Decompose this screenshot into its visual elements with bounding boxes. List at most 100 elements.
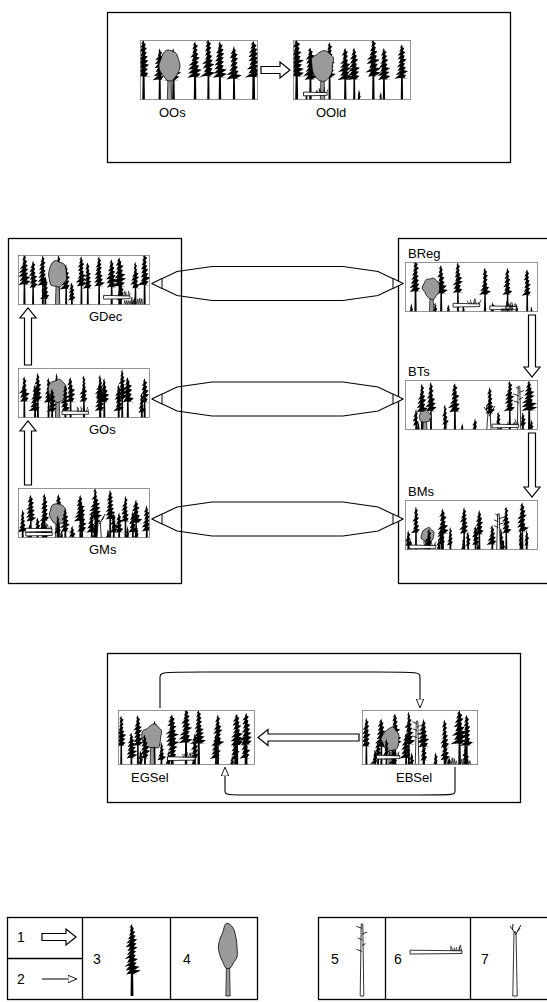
transition-arrow (152, 267, 403, 301)
fern (131, 297, 143, 305)
stage-label: EGSel (130, 770, 170, 785)
conifer-trunk (194, 56, 197, 100)
conifer-trunk (32, 271, 34, 305)
stage-label: GDec (88, 309, 123, 324)
log-branch (475, 299, 476, 304)
conifer-crown (134, 527, 139, 538)
log-branch (431, 542, 432, 546)
log-branch (127, 291, 129, 296)
forest-illustration (362, 710, 478, 765)
log-branch (316, 90, 317, 92)
log-body (26, 532, 52, 536)
forest-stage-panel: BReg (405, 262, 538, 312)
forest-stand (18, 255, 150, 305)
log-branch (120, 294, 121, 297)
conifer-trunk (44, 285, 46, 305)
conifer-trunk (423, 751, 425, 765)
fern (445, 758, 457, 765)
conifer-crown (106, 490, 117, 520)
conifer-trunk (474, 423, 476, 430)
log-branch (193, 755, 195, 757)
conifer-crown (66, 377, 76, 402)
log-branch (429, 540, 430, 546)
log-branch (393, 754, 394, 756)
panel-border (18, 368, 149, 417)
snag-branch (412, 722, 417, 724)
conifer-trunk (463, 543, 465, 550)
conifer-trunk (231, 759, 233, 765)
panel-border (293, 40, 410, 99)
block-arrow (524, 315, 540, 377)
panel-border (18, 255, 149, 304)
forest-stand (118, 710, 253, 765)
conifer-trunk (215, 744, 217, 765)
conifer-crown (520, 543, 523, 549)
stage-label: GOs (88, 422, 117, 437)
panel-ground (293, 40, 411, 100)
log-branch (450, 946, 451, 951)
forest-stand (18, 488, 150, 538)
conifer-trunk (414, 273, 416, 312)
transition-arrow (524, 433, 540, 497)
conifer-trunk (401, 58, 403, 100)
block-arrow (20, 421, 36, 485)
log-branch (125, 291, 127, 296)
log-branch (507, 422, 508, 425)
log-branch (186, 752, 188, 757)
conifer-trunk (124, 506, 126, 538)
log-branch (398, 752, 399, 756)
transition-arrow (225, 767, 455, 795)
panel-ground (405, 262, 538, 312)
conifer-trunk (526, 280, 528, 312)
log-branch (184, 754, 185, 758)
conifer-trunk (23, 387, 25, 418)
transition-arrow (152, 382, 403, 416)
arrow-head (152, 394, 162, 404)
snag-trunk (360, 924, 364, 996)
transition-arrow (261, 62, 290, 78)
log-branch (456, 947, 458, 951)
conifer-trunk (217, 727, 219, 765)
conifer-trunk (113, 521, 115, 538)
conifer-trunk (160, 749, 162, 765)
snag-branch (417, 732, 423, 734)
conifer-crown (357, 89, 361, 99)
conifer-trunk (136, 531, 138, 538)
log-branch (515, 303, 517, 307)
snag-branch (362, 944, 366, 946)
snag-branch (513, 394, 519, 396)
legend-cell-line (170, 918, 171, 1000)
broken-branch (518, 925, 522, 931)
stage-label: EBSel (395, 770, 433, 785)
conifer-crown (409, 303, 413, 311)
conifer-trunk (295, 54, 298, 100)
forest-stand (293, 40, 411, 100)
conifer-trunk (111, 271, 113, 305)
conifer-trunk (130, 743, 132, 765)
conifer-trunk (107, 532, 109, 538)
fern (459, 759, 471, 765)
conifer-trunk (463, 518, 465, 550)
log-branch (469, 302, 470, 304)
conifer-trunk (64, 518, 66, 538)
conifer-crown (519, 530, 525, 546)
conifer-trunk (252, 56, 255, 100)
legend-number: 7 (480, 951, 490, 967)
snag-branch (498, 517, 504, 519)
conifer-trunk (71, 290, 73, 305)
log-branch (316, 90, 317, 93)
snag-trunk (517, 386, 521, 430)
forest-stand (405, 502, 529, 550)
panel-ground (18, 368, 150, 418)
conifer-trunk (34, 395, 36, 418)
panel-ground (405, 500, 538, 550)
block-arrow (258, 730, 359, 746)
conifer-crown (437, 539, 441, 550)
fern (501, 304, 513, 312)
log-branch (426, 542, 428, 546)
deciduous-crown (311, 51, 333, 82)
lens-arrow (152, 267, 403, 301)
conifer-trunk (365, 729, 367, 765)
conifer-trunk (71, 530, 73, 538)
forest-illustration (140, 40, 258, 100)
